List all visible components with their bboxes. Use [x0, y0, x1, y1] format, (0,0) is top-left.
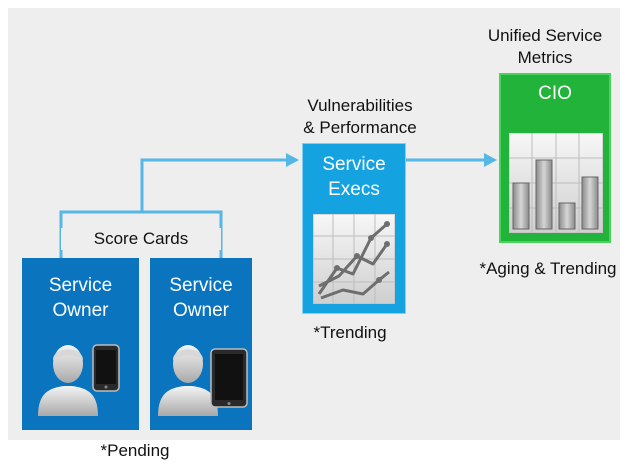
arrowhead-to-execs	[286, 153, 299, 167]
person-icon	[158, 345, 218, 416]
trending-note: *Trending	[313, 323, 387, 342]
cio-card-title: CIO	[538, 83, 572, 104]
card-title-line1: Service	[169, 275, 233, 296]
service-owner-card-left: Service Owner	[22, 258, 139, 430]
vulnerabilities-label-line2: & Performance	[303, 118, 417, 137]
card-title-line1: Service	[322, 154, 386, 175]
arrowhead-to-cio	[484, 153, 497, 167]
vulnerabilities-label-line1: Vulnerabilities	[307, 96, 413, 115]
service-owner-card-right: Service Owner	[150, 258, 252, 430]
line-chart-icon	[313, 214, 395, 304]
connector-to-execs	[140, 158, 290, 212]
unified-label-line1: Unified Service	[487, 26, 603, 45]
unified-label-line2: Metrics	[517, 48, 573, 67]
tablet-icon	[210, 348, 248, 408]
aging-trending-note: *Aging & Trending	[479, 259, 617, 278]
card-title-line2: Execs	[328, 179, 380, 200]
person-icon	[38, 345, 98, 416]
bar-chart-icon	[509, 133, 603, 233]
card-title-line1: Service	[48, 275, 113, 296]
pending-note: *Pending	[100, 441, 170, 460]
card-title-line2: Owner	[173, 300, 229, 321]
service-execs-card: Service Execs	[302, 143, 406, 314]
cio-card: CIO	[499, 73, 611, 243]
card-title-line2: Owner	[52, 300, 109, 321]
phone-icon	[92, 344, 120, 392]
score-cards-label: Score Cards	[61, 228, 221, 250]
